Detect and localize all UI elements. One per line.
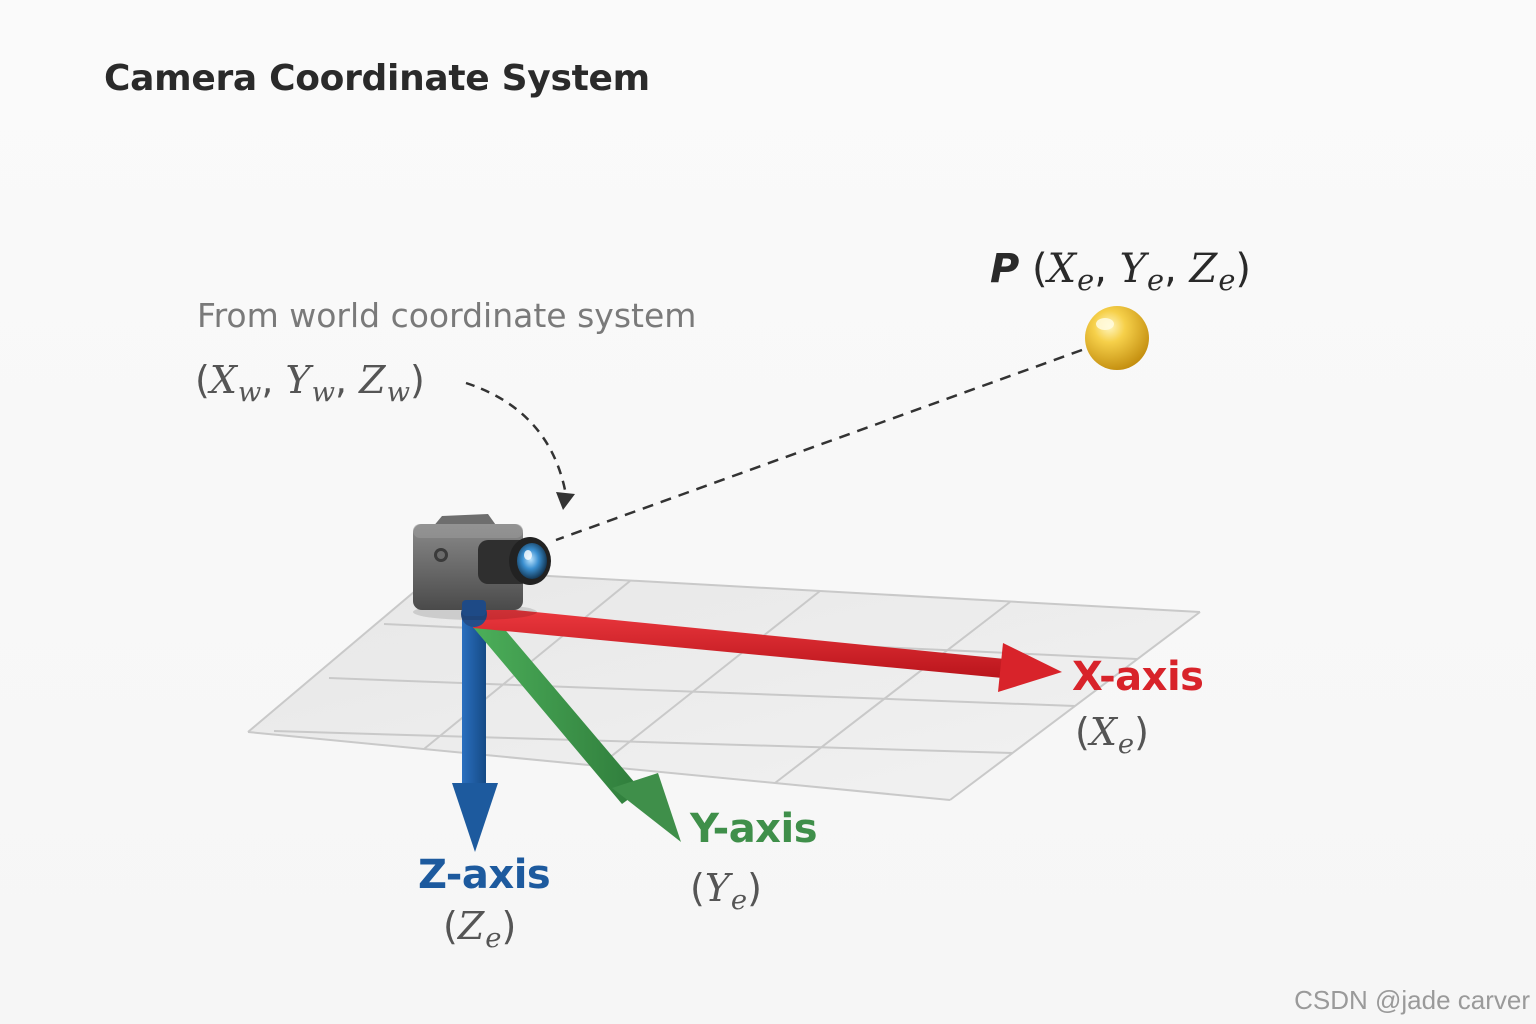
z-axis-label: Z-axis xyxy=(418,852,551,898)
world-caption: From world coordinate system xyxy=(197,296,697,335)
z-symbol: Z xyxy=(457,904,485,948)
world-z-symbol: Z xyxy=(359,358,386,402)
x-close-paren: ) xyxy=(1134,710,1149,754)
world-separator-2: , xyxy=(335,358,360,402)
point-y-subscript: e xyxy=(1147,263,1165,298)
x-axis-arrow xyxy=(473,606,1062,692)
world-z-subscript: w xyxy=(386,376,410,408)
x-axis-symbol: (Xe) xyxy=(1075,710,1149,760)
y-axis-symbol: (Ye) xyxy=(690,866,762,916)
y-subscript: e xyxy=(730,884,748,916)
x-open-paren: ( xyxy=(1075,710,1090,754)
y-axis-arrow xyxy=(472,612,681,842)
point-y-symbol: Y xyxy=(1119,246,1147,292)
world-x-symbol: X xyxy=(209,358,237,402)
z-axis-symbol: (Ze) xyxy=(443,904,517,954)
z-open-paren: ( xyxy=(443,904,458,948)
world-open-paren: ( xyxy=(195,358,210,402)
point-close-paren: ) xyxy=(1235,246,1251,292)
point-x-subscript: e xyxy=(1077,263,1095,298)
y-open-paren: ( xyxy=(690,866,705,910)
projection-line xyxy=(555,348,1083,542)
world-y-subscript: w xyxy=(311,376,335,408)
x-subscript: e xyxy=(1117,728,1135,760)
world-close-paren: ) xyxy=(410,358,425,402)
y-axis-label: Y-axis xyxy=(690,806,818,852)
x-axis-label: X-axis xyxy=(1072,654,1204,700)
point-x-symbol: X xyxy=(1047,246,1077,292)
point-open-paren: ( xyxy=(1032,246,1048,292)
point-separator-2: , xyxy=(1164,246,1190,292)
x-symbol: X xyxy=(1089,710,1117,754)
point-z-symbol: Z xyxy=(1189,246,1218,292)
point-sphere-icon xyxy=(1085,306,1149,370)
z-close-paren: ) xyxy=(501,904,517,948)
page-title: Camera Coordinate System xyxy=(104,58,650,99)
z-subscript: e xyxy=(485,922,502,954)
world-separator-1: , xyxy=(261,358,286,402)
camera-icon xyxy=(413,514,551,620)
world-transform-arrow xyxy=(465,381,575,510)
y-symbol: Y xyxy=(704,866,730,910)
world-coordinates: (Xw, Yw, Zw) xyxy=(195,358,425,408)
point-separator-1: , xyxy=(1094,246,1120,292)
z-axis-arrow xyxy=(452,610,498,852)
y-close-paren: ) xyxy=(747,866,762,910)
point-name: P xyxy=(990,246,1020,292)
point-label: P (Xe, Ye, Ze) xyxy=(990,246,1251,297)
watermark: CSDN @jade carver xyxy=(1294,985,1530,1015)
point-z-subscript: e xyxy=(1218,263,1236,298)
floor-grid xyxy=(247,569,1201,801)
world-x-subscript: w xyxy=(237,376,262,408)
world-y-symbol: Y xyxy=(285,358,311,402)
